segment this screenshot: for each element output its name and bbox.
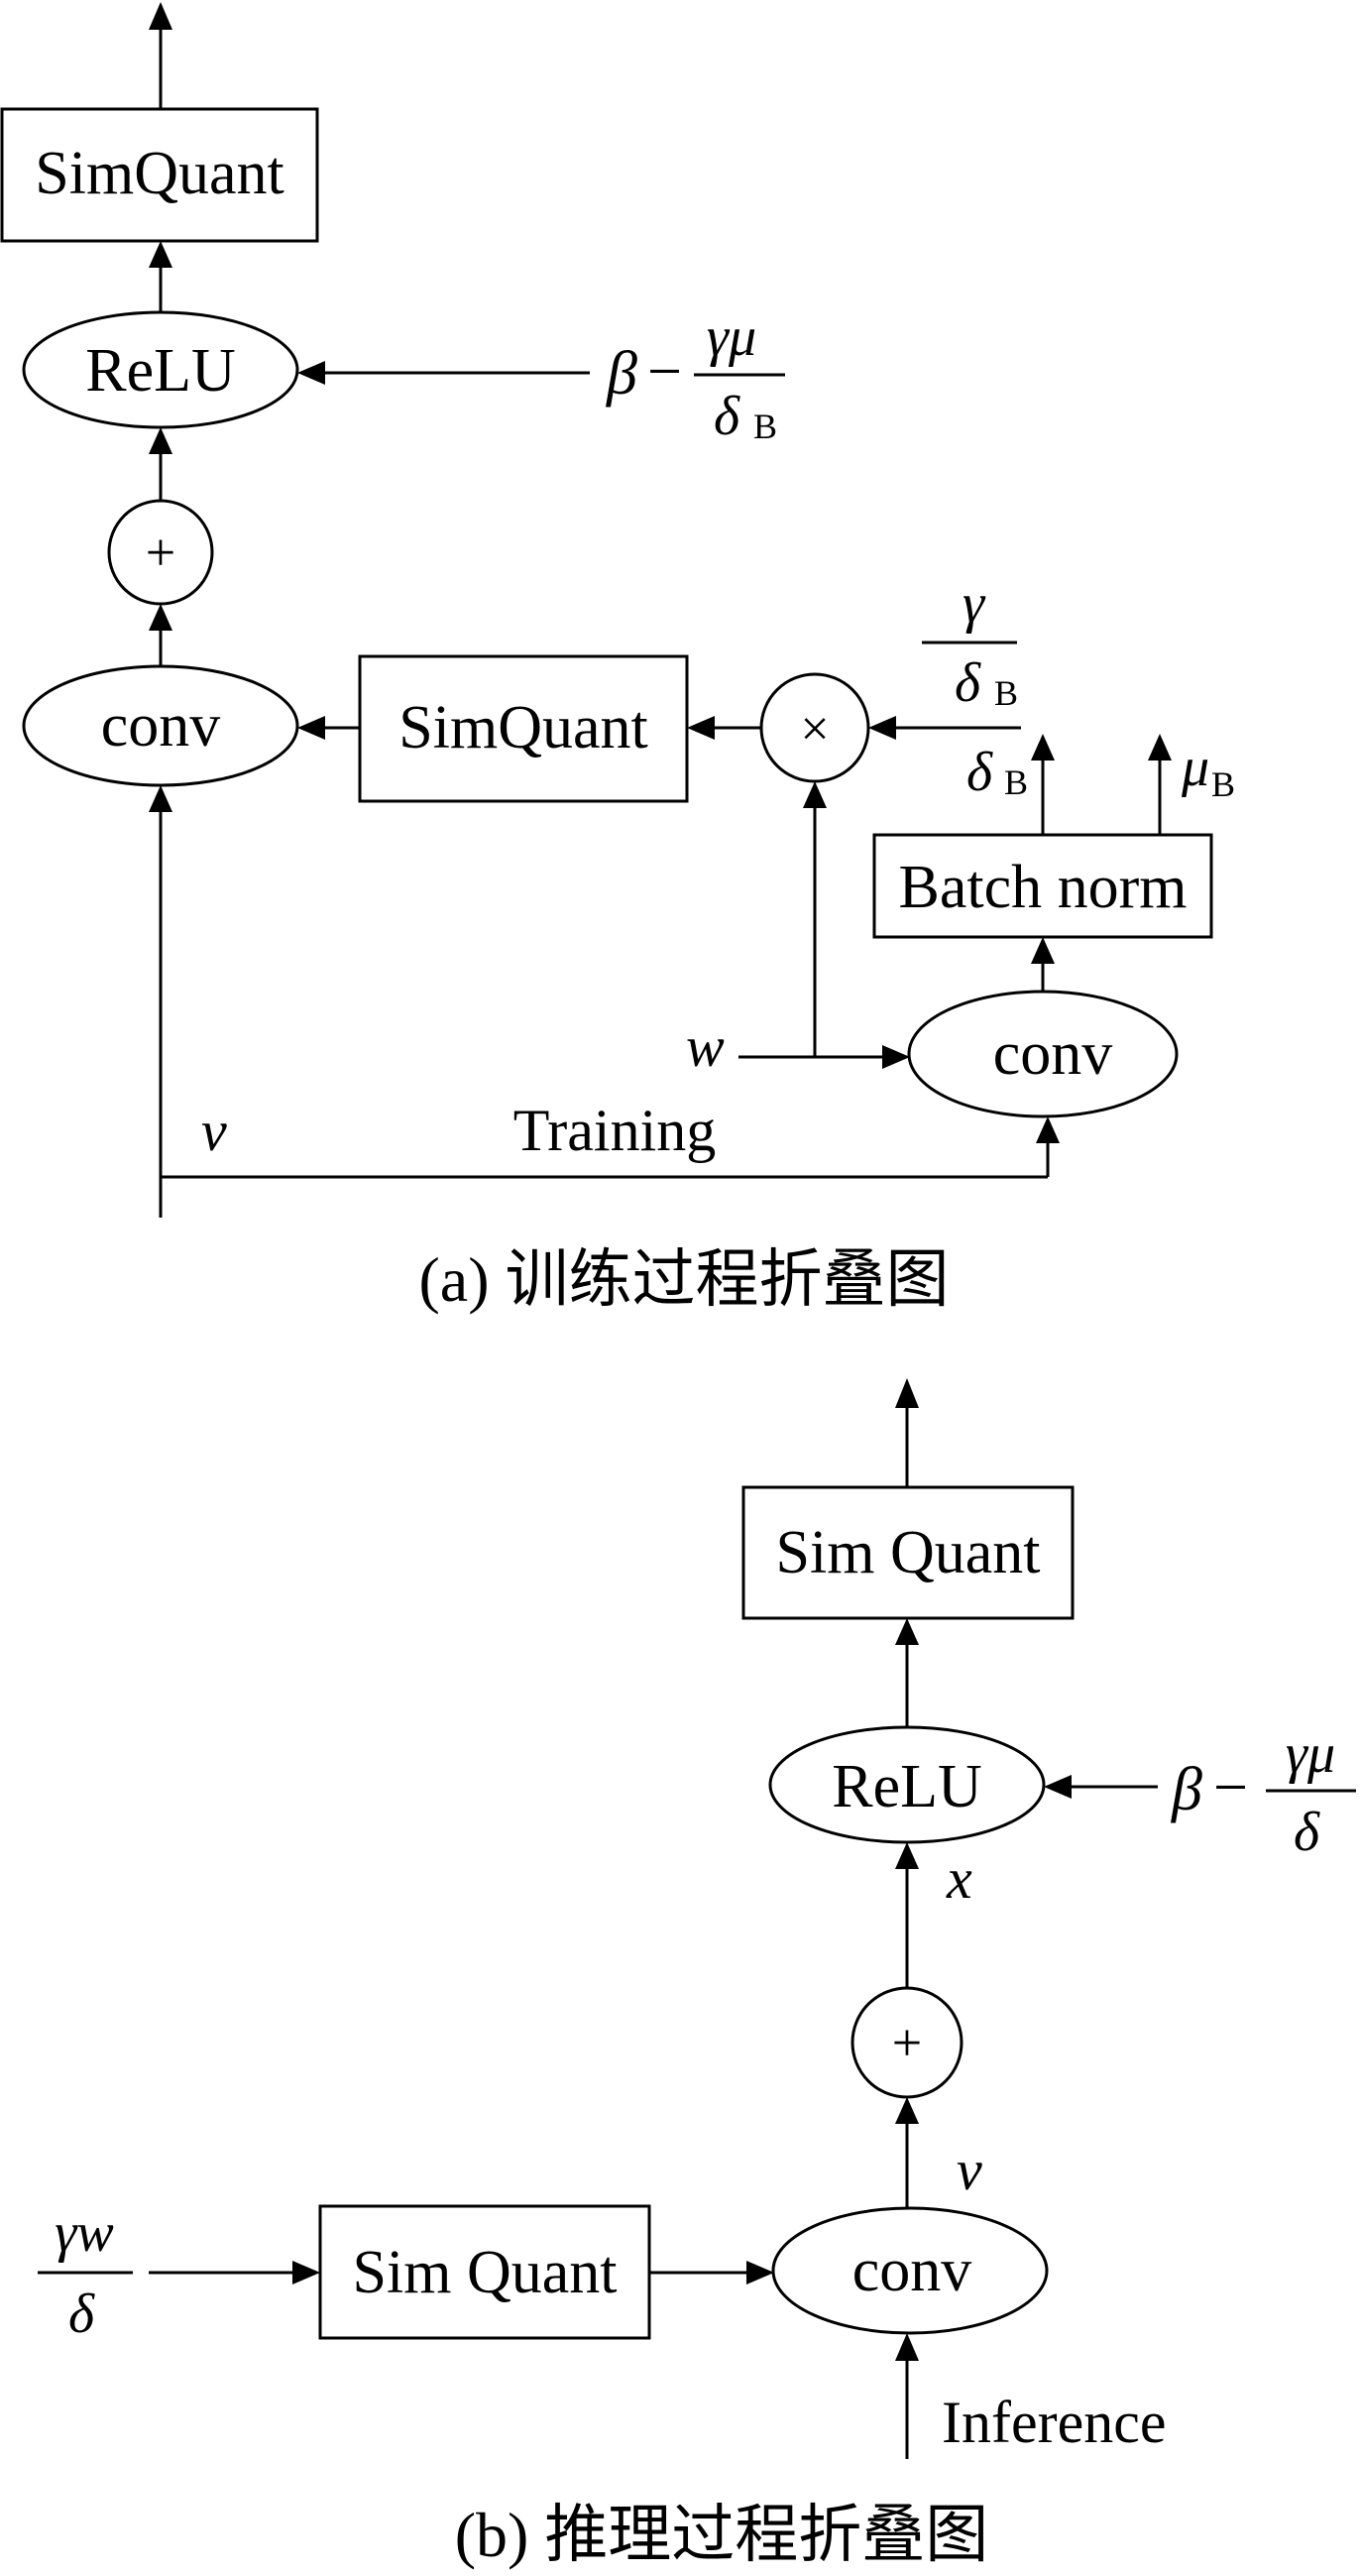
simquant-box-b: [318, 2204, 651, 2340]
scale-to-times-arrowhead: [868, 716, 896, 740]
conv-to-plus-arrowhead: [149, 604, 172, 631]
conv-to-plus-arrowhead-b: [895, 2097, 919, 2124]
bias-num-b: γμ: [1286, 1723, 1335, 1785]
output-arrowhead-b: [895, 1378, 919, 1408]
v-to-conv-arrowhead: [149, 785, 172, 812]
conv-label-a2: conv: [993, 1020, 1113, 1088]
simquant-box-top-b: [741, 1485, 1075, 1620]
relu-label-a: ReLU: [85, 337, 236, 405]
in-den-b: δ: [68, 2283, 95, 2345]
bias-den-sub-a: B: [753, 407, 777, 446]
x-label-b: x: [946, 1846, 972, 1911]
w-to-conv2-arrowhead: [882, 1045, 910, 1069]
diagram-a: SimQuant ReLU β − γμ δ B + conv Sim: [0, 2, 1235, 1315]
conv-node-a2: [907, 990, 1179, 1118]
bn-out-delta-sub: B: [1004, 762, 1028, 802]
bn-mu-arrowhead: [1148, 734, 1172, 761]
simquant-label-a: SimQuant: [398, 694, 647, 761]
diagram-b: Sim Quant ReLU β − γμ δ x + v conv: [38, 1378, 1356, 2570]
simquant-top-label: SimQuant: [35, 140, 283, 207]
plus-label-a: +: [146, 523, 175, 582]
in-to-simquant-arrowhead-b: [292, 2261, 320, 2284]
inference-label: Inference: [942, 2390, 1166, 2455]
caption-a: (a) 训练过程折叠图: [418, 1244, 949, 1315]
bias-minus-a: −: [647, 338, 682, 406]
bn-out-mu-sub: B: [1211, 764, 1235, 804]
bn-delta-arrowhead: [1031, 734, 1055, 761]
times-to-simquant-arrowhead: [687, 716, 715, 740]
relu-to-simquant-arrowhead: [149, 241, 172, 268]
relu-label-b: ReLU: [832, 1753, 982, 1820]
bias-den-a: δ: [714, 386, 740, 447]
batch-norm-box: [872, 833, 1213, 939]
w-label-a: w: [686, 1014, 725, 1079]
simquant-to-conv-arrowhead-b: [746, 2261, 774, 2284]
plus-label-b: +: [892, 2013, 922, 2072]
bias-den-b: δ: [1294, 1802, 1320, 1863]
scale-den-a: δ: [955, 652, 981, 714]
scale-den-sub-a: B: [994, 673, 1018, 713]
conv-label-b: conv: [852, 2237, 972, 2304]
in-num-b: γw: [55, 2202, 113, 2264]
w-to-times-arrowhead: [803, 781, 827, 808]
simquant-label-b: Sim Quant: [353, 2239, 618, 2306]
output-arrowhead-a: [149, 2, 172, 30]
bn-out-mu: μ: [1181, 737, 1209, 798]
bias-num-a: γμ: [707, 306, 756, 368]
bias-beta-b: β: [1171, 1756, 1202, 1823]
bias-to-relu-arrowhead-b: [1044, 1775, 1072, 1799]
conv-label-a: conv: [101, 692, 221, 760]
relu-to-simquant-arrowhead-b: [895, 1618, 919, 1645]
conv-node-b: [771, 2206, 1049, 2335]
simquant-top-label-b: Sim Quant: [776, 1519, 1041, 1586]
bias-to-relu-arrowhead: [297, 361, 325, 385]
v-to-conv2-arrowhead: [1036, 1116, 1060, 1143]
conv2-to-bn-arrowhead: [1031, 937, 1055, 964]
plus-to-relu-arrowhead-b: [895, 1842, 919, 1869]
caption-b: (b) 推理过程折叠图: [455, 2500, 989, 2570]
bias-minus-b: −: [1213, 1754, 1248, 1821]
training-label: Training: [513, 1098, 717, 1163]
plus-to-relu-arrowhead: [149, 427, 172, 454]
batch-norm-label: Batch norm: [899, 854, 1188, 921]
v-label-b: v: [957, 2138, 982, 2202]
v-label-a: v: [201, 1099, 227, 1163]
simquant-box-top: [0, 107, 319, 243]
times-label-a: ×: [800, 701, 829, 758]
simquant-box-a: [358, 654, 689, 803]
bn-out-delta: δ: [966, 742, 993, 803]
scale-num-a: γ: [963, 573, 986, 635]
bias-beta-a: β: [606, 340, 637, 408]
simquant-to-conv-arrowhead: [297, 716, 325, 740]
inference-to-conv-arrowhead-b: [895, 2333, 919, 2361]
